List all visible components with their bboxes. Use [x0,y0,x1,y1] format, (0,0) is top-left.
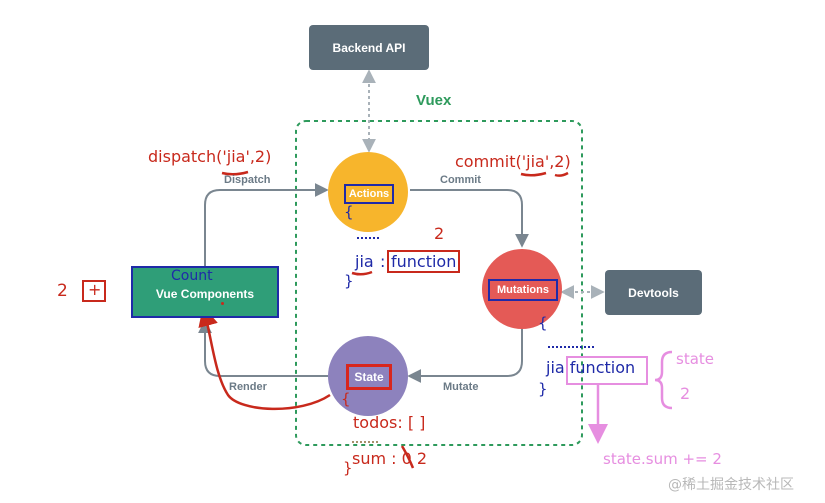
actions-num: 2 [434,224,445,243]
mutations-fn-text: jia function [546,358,636,377]
state-brace-num: 2 [680,384,691,403]
commit-edge [410,189,529,248]
actions-colon: : [380,252,386,271]
pink-brace [654,350,673,410]
commit-underline-1 [520,171,547,177]
mutate-edge [407,328,523,383]
mutations-label: Mutations [488,279,558,301]
mutations-close-brace: } [538,380,548,398]
dispatch-call-annotation: dispatch('jia',2) [148,147,272,166]
mutations-open-brace: { [538,314,548,332]
state-label: State [346,364,392,390]
plus-button-frame [82,280,106,302]
state-sum: sum : 0 2 [352,449,428,468]
actions-function-box: function [387,250,461,273]
actions-jia-key: jia [355,252,374,271]
backend-api-label: Backend API [332,40,406,55]
state-brace-label: state [676,350,714,368]
mutations-node [482,249,562,329]
dispatch-underline [221,170,249,176]
plus-button[interactable]: + [88,280,102,299]
actions-jia-underline [351,270,373,276]
backend-api-box: Backend API [309,25,429,70]
state-todos: todos: [ ] [353,413,426,432]
vue-components-box: Vue Components [131,266,279,318]
commit-edge-label: Commit [440,174,481,186]
vuex-frame [295,120,583,446]
components-red-dot [221,302,224,305]
dispatch-edge-label: Dispatch [224,174,271,186]
red-render-arrow [198,306,331,411]
commit-underline-2 [554,171,569,177]
commit-call-annotation: commit('jia',2) [455,152,571,171]
state-sum-formula: state.sum += 2 [603,450,722,468]
sum-strike [400,445,415,469]
devtools-label: Devtools [628,285,679,300]
state-close-brace: } [343,459,353,477]
actions-label: Actions [344,184,394,204]
vuex-title: Vuex [416,92,452,109]
actions-open-brace: { [344,203,354,221]
render-edge [198,319,328,377]
actions-node [328,152,408,232]
render-edge-label: Render [229,381,267,393]
mutations-jia-function: jia function [546,358,635,377]
watermark: @稀土掘金技术社区 [668,477,794,493]
mutate-edge-label: Mutate [443,381,479,393]
actions-close-brace: } [344,272,354,290]
count-value: 2 [57,281,68,301]
state-open-brace: { [341,390,351,408]
vue-components-label: Vue Components [155,287,255,301]
mutations-function-box [566,356,648,385]
count-label: Count [171,268,213,284]
devtools-box: Devtools [605,270,702,315]
dispatch-edge [204,183,329,266]
state-node [328,336,408,416]
